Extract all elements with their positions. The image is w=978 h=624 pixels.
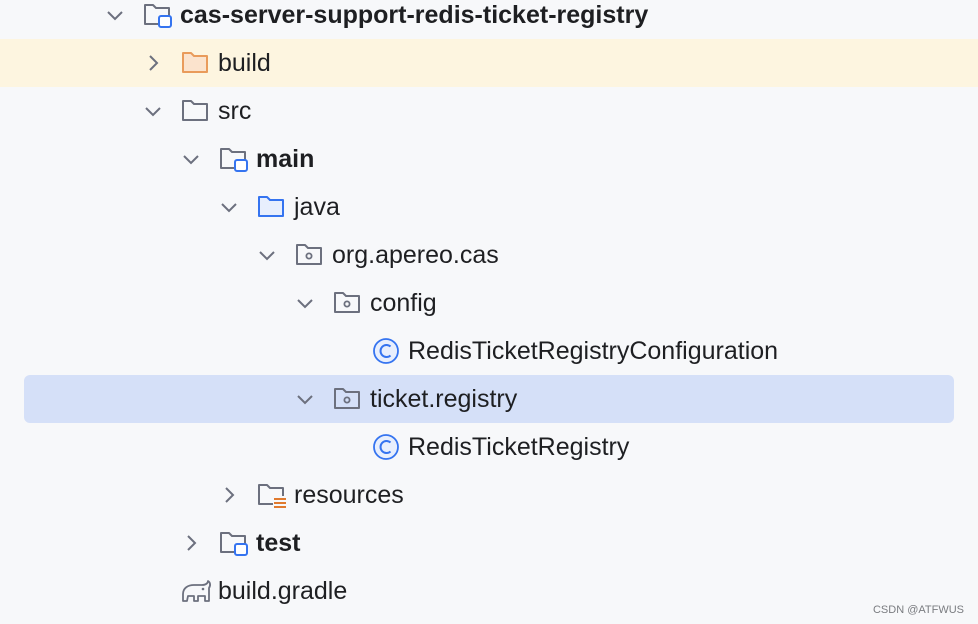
registry-class-label: RedisTicketRegistry bbox=[408, 433, 630, 461]
tree-node-module[interactable]: cas-server-support-redis-ticket-registry bbox=[0, 0, 978, 39]
tree-node-build-gradle[interactable]: build.gradle bbox=[0, 567, 978, 615]
build-label: build bbox=[218, 49, 271, 77]
package-icon bbox=[334, 388, 360, 409]
source-folder-icon bbox=[258, 196, 284, 217]
chevron-down-icon[interactable] bbox=[104, 4, 126, 26]
class-icon bbox=[373, 434, 399, 460]
test-label: test bbox=[256, 529, 301, 557]
tree-node-resources[interactable]: resources bbox=[0, 471, 978, 519]
module-folder-icon bbox=[144, 4, 172, 28]
chevron-down-icon[interactable] bbox=[142, 100, 164, 122]
config-label: config bbox=[370, 289, 437, 317]
config-class-label: RedisTicketRegistryConfiguration bbox=[408, 337, 779, 365]
folder-icon bbox=[182, 100, 208, 121]
module-folder-icon bbox=[220, 532, 248, 556]
gradle-elephant-icon bbox=[182, 580, 211, 602]
tree-node-build[interactable]: build bbox=[0, 39, 978, 87]
tree-node-config[interactable]: config bbox=[0, 279, 978, 327]
tree-node-java[interactable]: java bbox=[0, 183, 978, 231]
chevron-down-icon[interactable] bbox=[180, 148, 202, 170]
chevron-down-icon[interactable] bbox=[294, 388, 316, 410]
watermark: CSDN @ATFWUS bbox=[872, 604, 964, 616]
chevron-down-icon[interactable] bbox=[256, 244, 278, 266]
excluded-folder-icon bbox=[182, 52, 208, 73]
chevron-right-icon[interactable] bbox=[180, 532, 202, 554]
tree-node-package[interactable]: org.apereo.cas bbox=[0, 231, 978, 279]
class-icon bbox=[373, 338, 399, 364]
tree-node-ticket-registry[interactable]: ticket.registry bbox=[24, 375, 954, 423]
chevron-right-icon[interactable] bbox=[218, 484, 240, 506]
resources-label: resources bbox=[294, 481, 404, 509]
build-gradle-label: build.gradle bbox=[218, 577, 348, 605]
tree-node-config-class[interactable]: RedisTicketRegistryConfiguration bbox=[0, 327, 978, 375]
src-label: src bbox=[218, 97, 252, 125]
package-label: org.apereo.cas bbox=[332, 241, 499, 269]
tree-node-src[interactable]: src bbox=[0, 87, 978, 135]
resources-folder-icon bbox=[258, 484, 286, 508]
main-label: main bbox=[256, 145, 315, 173]
tree-node-test[interactable]: test bbox=[0, 519, 978, 567]
chevron-down-icon[interactable] bbox=[218, 196, 240, 218]
java-label: java bbox=[294, 193, 340, 221]
package-icon bbox=[334, 292, 360, 313]
tree-node-main[interactable]: main bbox=[0, 135, 978, 183]
chevron-down-icon[interactable] bbox=[294, 292, 316, 314]
package-icon bbox=[296, 244, 322, 265]
ticket-registry-label: ticket.registry bbox=[370, 385, 518, 413]
tree-node-registry-class[interactable]: RedisTicketRegistry bbox=[0, 423, 978, 471]
module-folder-icon bbox=[220, 148, 248, 172]
chevron-right-icon[interactable] bbox=[142, 52, 164, 74]
module-label: cas-server-support-redis-ticket-registry bbox=[180, 1, 649, 29]
